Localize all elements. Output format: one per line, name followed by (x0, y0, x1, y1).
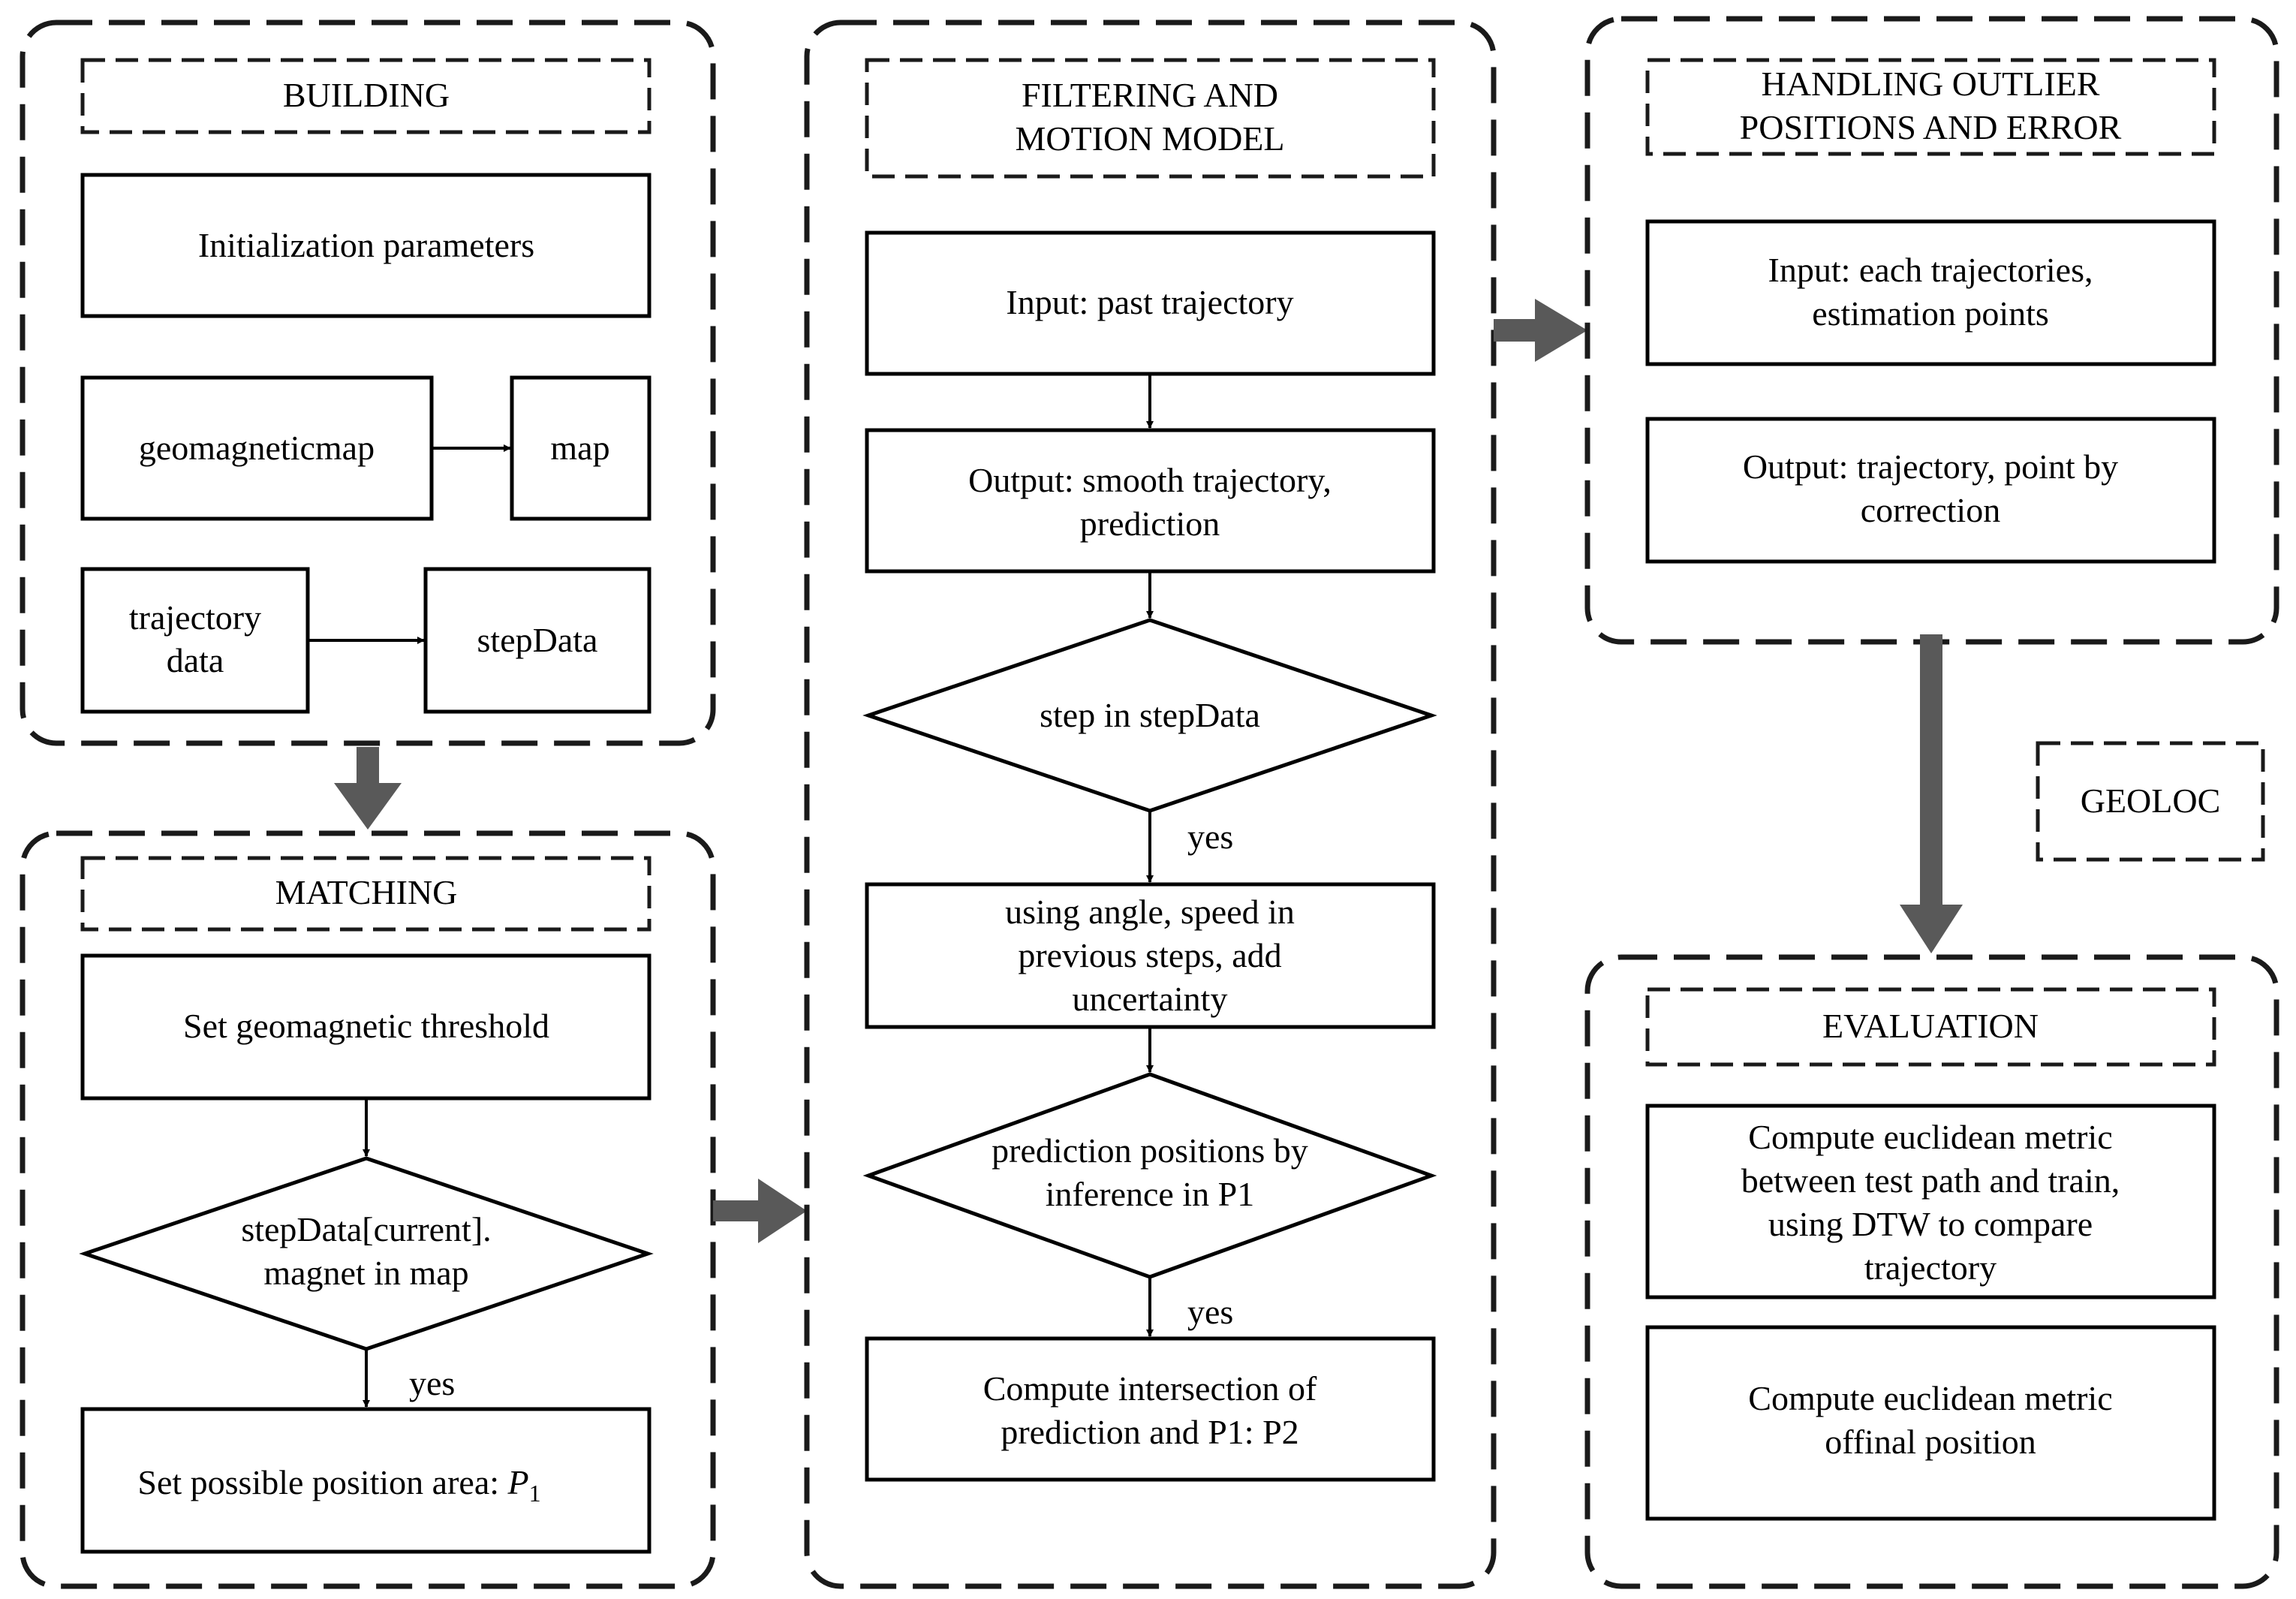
fat-arrow-outlier-to-evaluation (1900, 634, 1963, 953)
euclidean-dtw-box (1645, 1104, 2216, 1299)
evaluation-container (1584, 954, 2279, 1589)
position-area-var: P (507, 1463, 529, 1501)
matching-title: MATCHING (275, 873, 458, 911)
filtering-yes1-label: yes (1187, 818, 1233, 856)
threshold-label: Set geomagnetic threshold (183, 1007, 549, 1045)
trajectory-data-box (80, 567, 310, 714)
outlier-title-line2: POSITIONS AND ERROR (1740, 108, 2122, 146)
final-position-line2: offinal position (1825, 1423, 2036, 1461)
evaluation-section: EVALUATION Compute euclidean metric betw… (1584, 954, 2279, 1589)
past-trajectory-label: Input: past trajectory (1006, 283, 1293, 321)
trajectory-data-line1: trajectory (129, 598, 261, 637)
init-params-label: Initialization parameters (198, 226, 534, 264)
fat-arrow-building-to-matching (334, 747, 402, 830)
geoloc-label: GEOLOC (2081, 781, 2221, 820)
map-box (510, 375, 651, 521)
threshold-box (80, 953, 651, 1101)
building-title-box (80, 58, 651, 134)
prediction-decision-line2: inference in P1 (1046, 1175, 1254, 1213)
outlier-output-box (1645, 417, 2216, 564)
angle-speed-line2: previous steps, add (1018, 936, 1281, 974)
fat-arrow-filtering-to-outlier (1494, 299, 1587, 362)
filtering-yes2-label: yes (1187, 1293, 1233, 1331)
geomagneticmap-label: geomagneticmap (139, 429, 375, 467)
outlier-output-line2: correction (1861, 491, 2000, 529)
angle-speed-line1: using angle, speed in (1005, 893, 1295, 931)
evaluation-title-box (1645, 987, 2216, 1067)
final-position-line1: Compute euclidean metric (1748, 1379, 2112, 1417)
matching-section: MATCHING Set geomagnetic threshold stepD… (20, 830, 716, 1589)
magnet-decision-line2: magnet in map (263, 1254, 468, 1292)
position-area-box (80, 1407, 651, 1554)
past-trajectory-box (865, 230, 1436, 376)
map-label: map (550, 429, 609, 467)
geoloc-box (2036, 741, 2265, 862)
prediction-decision-line1: prediction positions by (992, 1131, 1308, 1170)
magnet-decision-line1: stepData[current]. (241, 1210, 491, 1248)
filtering-title-box (865, 58, 1436, 179)
outlier-input-line1: Input: each trajectories, (1768, 251, 2093, 289)
stepdata-label: stepData (477, 621, 598, 659)
smooth-trajectory-line2: prediction (1080, 504, 1220, 543)
building-section: BUILDING Initialization parameters geoma… (20, 20, 716, 746)
step-decision-label: step in stepData (1040, 696, 1260, 734)
position-area-label: Set possible position area: P1 (137, 1463, 540, 1507)
outlier-input-line2: estimation points (1812, 294, 2049, 333)
outlier-title-box (1645, 58, 2216, 156)
outlier-input-box (1645, 219, 2216, 366)
euclidean-dtw-line2: between test path and train, (1741, 1161, 2120, 1200)
intersection-line1: Compute intersection of (983, 1369, 1317, 1408)
matching-title-box (80, 856, 651, 932)
intersection-line2: prediction and P1: P2 (1001, 1413, 1298, 1451)
filtering-section: FILTERING AND MOTION MODEL Input: past t… (804, 20, 1497, 1589)
euclidean-dtw-line3: using DTW to compare (1768, 1205, 2093, 1243)
smooth-trajectory-line1: Output: smooth trajectory, (968, 461, 1332, 499)
outlier-section: HANDLING OUTLIER POSITIONS AND ERROR Inp… (1584, 16, 2279, 645)
euclidean-dtw-line1: Compute euclidean metric (1748, 1118, 2112, 1156)
outlier-title-line1: HANDLING OUTLIER (1762, 65, 2100, 103)
intersection-box (865, 1336, 1436, 1482)
trajectory-data-line2: data (167, 641, 224, 679)
building-title: BUILDING (283, 76, 450, 114)
matching-yes-label: yes (409, 1364, 455, 1402)
angle-speed-box (865, 882, 1436, 1029)
stepdata-box (423, 567, 651, 714)
euclidean-dtw-line4: trajectory (1864, 1248, 1997, 1287)
geomagneticmap-box (80, 375, 434, 521)
filtering-container (804, 20, 1497, 1589)
final-position-box (1645, 1325, 2216, 1521)
fat-arrow-matching-to-filtering (713, 1179, 807, 1243)
filtering-title-line1: FILTERING AND (1022, 76, 1278, 114)
filtering-title-line2: MOTION MODEL (1015, 119, 1284, 158)
outlier-output-line1: Output: trajectory, point by (1743, 447, 2118, 486)
evaluation-title: EVALUATION (1822, 1007, 2039, 1045)
building-container (20, 20, 716, 746)
position-area-text: Set possible position area: (137, 1463, 499, 1501)
init-params-box (80, 173, 651, 318)
angle-speed-line3: uncertainty (1073, 980, 1228, 1018)
position-area-sub: 1 (529, 1480, 541, 1507)
smooth-trajectory-box (865, 428, 1436, 574)
